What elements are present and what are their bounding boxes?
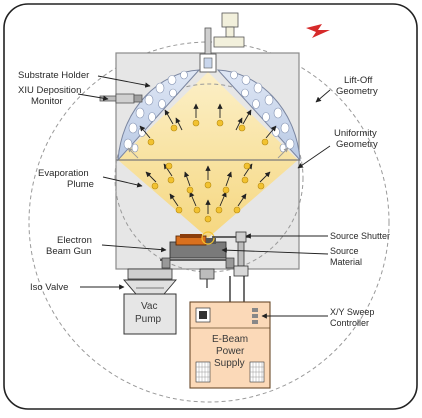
substrate-dome	[117, 69, 301, 162]
label-evaporation-plume-2: Plume	[67, 179, 94, 190]
label-lift-off-2: Geometry	[336, 86, 378, 97]
label-xiu-monitor-2: Monitor	[31, 96, 63, 107]
label-substrate-holder: Substrate Holder	[18, 70, 89, 81]
label-source-material-1: Source	[330, 246, 359, 256]
label-electron-gun-1: Electron	[57, 235, 92, 246]
label-power-supply-2: Power	[216, 346, 245, 357]
label-source-shutter: Source Shutter	[330, 231, 390, 241]
e-beam-power-supply	[189, 301, 271, 389]
label-lift-off-1: Lift-Off	[344, 75, 373, 86]
gun-feedthrough	[199, 268, 215, 288]
logo-mark	[306, 24, 330, 38]
vac-pump	[123, 293, 177, 335]
power-cables	[229, 276, 245, 302]
source-shutter	[212, 231, 250, 277]
label-uniformity-2: Geometry	[336, 139, 378, 150]
label-xy-sweep-1: X/Y Sweep	[330, 307, 374, 317]
atom-trajectories-grey	[127, 147, 289, 159]
label-xiu-monitor-1: XIU Deposition	[18, 85, 81, 96]
evaporation-plume	[118, 72, 298, 238]
label-vac-pump-1: Vac	[141, 301, 158, 312]
vent-grille-right	[249, 361, 265, 383]
rotation-feedthrough	[199, 12, 245, 73]
iso-valve	[123, 268, 177, 295]
atom-trajectories-lower	[145, 163, 271, 214]
label-power-supply-1: E-Beam	[212, 334, 248, 345]
atoms-upper	[147, 119, 269, 146]
label-electron-gun-2: Beam Gun	[46, 246, 91, 257]
atoms-lower	[151, 162, 265, 223]
label-vac-pump-2: Pump	[135, 314, 162, 325]
label-source-material-2: Material	[330, 257, 362, 267]
label-evaporation-plume-1: Evaporation	[38, 168, 89, 179]
label-power-supply-3: Supply	[214, 358, 245, 369]
leader-lines	[77, 75, 331, 319]
label-uniformity-1: Uniformity	[334, 128, 377, 139]
vent-grille-left	[195, 361, 211, 383]
atom-trajectories-upper	[139, 103, 277, 139]
label-xy-sweep-2: Controller	[330, 318, 369, 328]
label-iso-valve: Iso Valve	[30, 282, 68, 293]
